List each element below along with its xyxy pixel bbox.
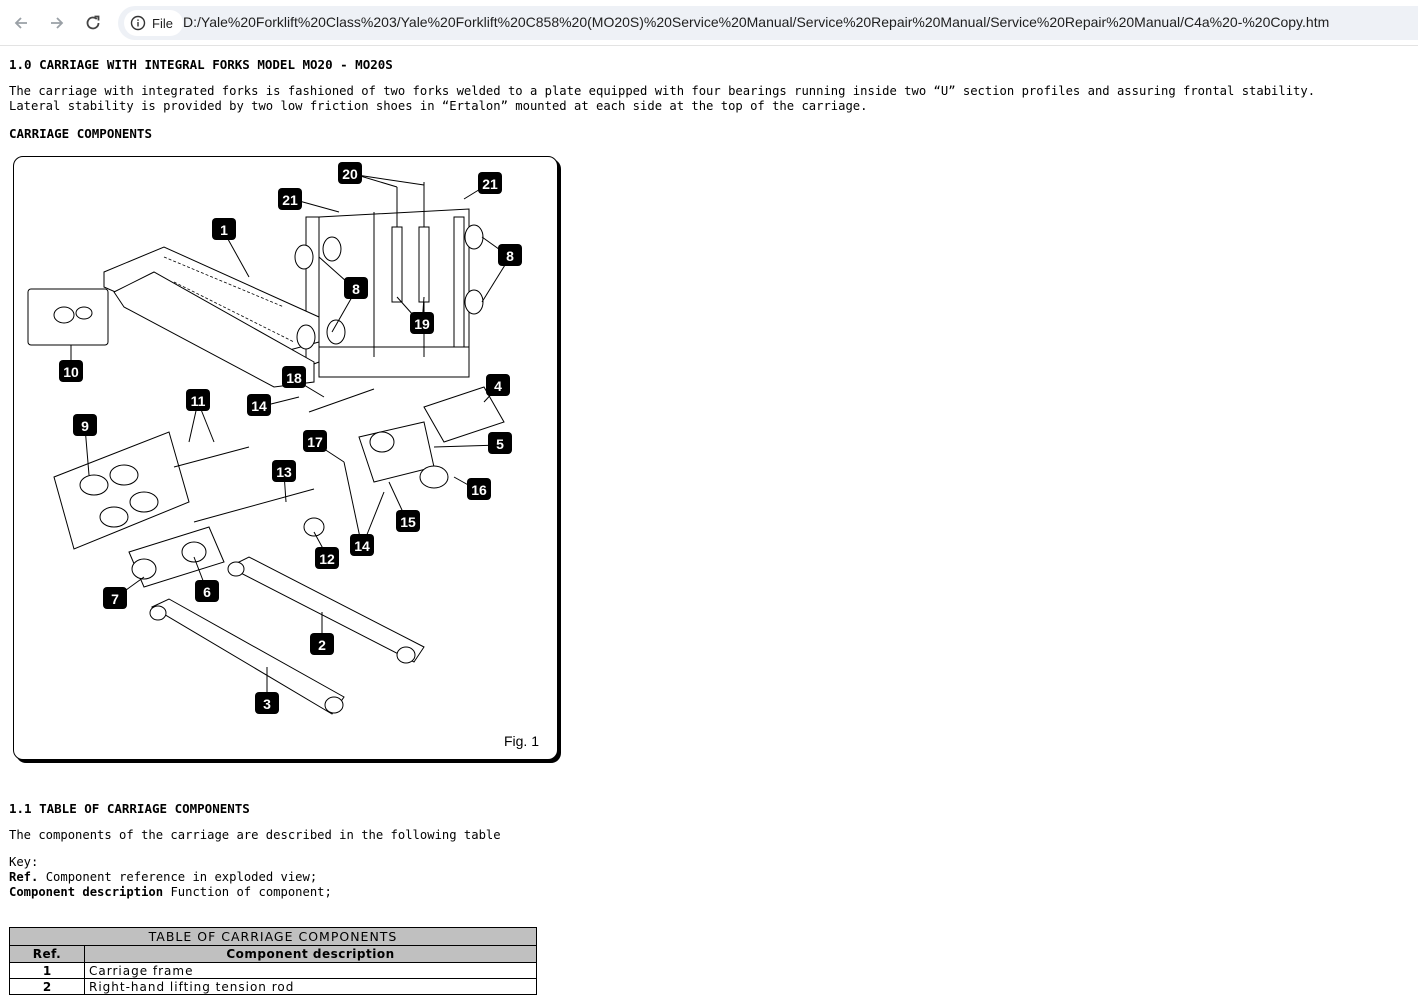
- col-header-desc: Component description: [84, 945, 537, 963]
- callout-14: 14: [350, 534, 374, 556]
- callout-12: 12: [315, 547, 339, 569]
- callout-label: 12: [319, 551, 335, 567]
- callout-18: 18: [282, 366, 306, 388]
- callout-11: 11: [186, 389, 210, 411]
- callout-3: 3: [255, 692, 279, 714]
- forks-drawing: [103, 246, 320, 388]
- col-header-ref: Ref.: [9, 945, 85, 963]
- components-table: TABLE OF CARRIAGE COMPONENTS Ref. Compon…: [9, 927, 537, 995]
- key-label: Key:: [9, 855, 39, 869]
- callout-5: 5: [488, 432, 512, 454]
- row-ref: 2: [9, 978, 85, 995]
- callout-15: 15: [396, 510, 420, 532]
- callout-label: 19: [414, 316, 430, 332]
- callout-label: 4: [494, 378, 502, 394]
- callout-label: 9: [81, 418, 89, 434]
- arrow-left-icon: [14, 17, 27, 29]
- callout-17: 17: [303, 430, 327, 452]
- intro-line-2: Lateral stability is provided by two low…: [9, 99, 868, 113]
- callout-10: 10: [59, 360, 83, 382]
- callout-21: 21: [278, 188, 302, 210]
- callout-label: 10: [63, 364, 79, 380]
- row-ref: 1: [9, 962, 85, 979]
- key-ref-line: Ref. Component reference in exploded vie…: [9, 870, 317, 884]
- site-chip-label: File: [152, 15, 173, 31]
- callout-label: 2: [318, 637, 326, 653]
- callout-label: 18: [286, 370, 302, 386]
- callout-7: 7: [103, 587, 127, 609]
- table-row: 2 Right-hand lifting tension rod: [9, 978, 537, 995]
- info-icon: [130, 15, 146, 31]
- figure-label: Fig. 1: [503, 733, 539, 749]
- callout-label: 14: [251, 398, 267, 414]
- table-heading: 1.1 TABLE OF CARRIAGE COMPONENTS: [9, 801, 250, 816]
- callout-label: 5: [496, 436, 504, 452]
- intro-line-1: The carriage with integrated forks is fa…: [9, 84, 1316, 98]
- callout-20: 20: [338, 162, 362, 184]
- row-desc: Carriage frame: [84, 962, 537, 979]
- key-desc-line: Component description Function of compon…: [9, 885, 332, 899]
- callout-1: 1: [212, 218, 236, 240]
- callout-label: 20: [342, 166, 358, 182]
- site-info-chip[interactable]: File: [124, 10, 183, 36]
- key-desc-def: Function of component;: [170, 885, 332, 899]
- callout-14: 14: [247, 394, 271, 416]
- reload-icon: [86, 15, 100, 30]
- forward-button[interactable]: [42, 8, 72, 38]
- callout-label: 14: [354, 538, 370, 554]
- table-caption: TABLE OF CARRIAGE COMPONENTS: [9, 927, 537, 946]
- callout-label: 16: [471, 482, 487, 498]
- callout-label: 21: [482, 176, 498, 192]
- url-text[interactable]: D:/Yale%20Forklift%20Class%203/Yale%20Fo…: [183, 14, 1330, 30]
- callout-13: 13: [272, 460, 296, 482]
- callout-label: 21: [282, 192, 298, 208]
- row-desc: Right-hand lifting tension rod: [84, 978, 537, 995]
- callout-16: 16: [467, 478, 491, 500]
- key-ref-def: Component reference in exploded view;: [45, 870, 318, 884]
- callout-9: 9: [73, 414, 97, 436]
- address-bar[interactable]: File D:/Yale%20Forklift%20Class%203/Yale…: [118, 6, 1418, 40]
- arrow-right-icon: [51, 17, 64, 29]
- callout-8: 8: [498, 244, 522, 266]
- callout-2: 2: [310, 633, 334, 655]
- callout-label: 15: [400, 514, 416, 530]
- key-ref-term: Ref.: [9, 870, 39, 884]
- browser-toolbar: File D:/Yale%20Forklift%20Class%203/Yale…: [0, 0, 1418, 46]
- callout-21: 21: [478, 172, 502, 194]
- callout-label: 13: [276, 464, 292, 480]
- callout-8: 8: [344, 277, 368, 299]
- table-intro: The components of the carriage are descr…: [9, 828, 501, 842]
- components-heading: CARRIAGE COMPONENTS: [9, 126, 152, 141]
- callout-label: 3: [263, 696, 271, 712]
- callout-6: 6: [195, 580, 219, 602]
- key-desc-term: Component description: [9, 885, 164, 899]
- back-button[interactable]: [6, 8, 36, 38]
- page-title: 1.0 CARRIAGE WITH INTEGRAL FORKS MODEL M…: [9, 57, 393, 72]
- callout-label: 6: [203, 584, 211, 600]
- callout-label: 8: [352, 281, 360, 297]
- reload-button[interactable]: [78, 8, 108, 38]
- callout-label: 8: [506, 248, 514, 264]
- bearings-drawing: [294, 224, 484, 350]
- callout-label: 17: [307, 434, 323, 450]
- callout-19: 19: [410, 312, 434, 334]
- callout-4: 4: [486, 374, 510, 396]
- table-row: 1 Carriage frame: [9, 962, 537, 979]
- callout-label: 7: [111, 591, 119, 607]
- callout-label: 11: [191, 393, 206, 409]
- callout-label: 1: [220, 222, 228, 238]
- carriage-frame-drawing: [305, 208, 470, 378]
